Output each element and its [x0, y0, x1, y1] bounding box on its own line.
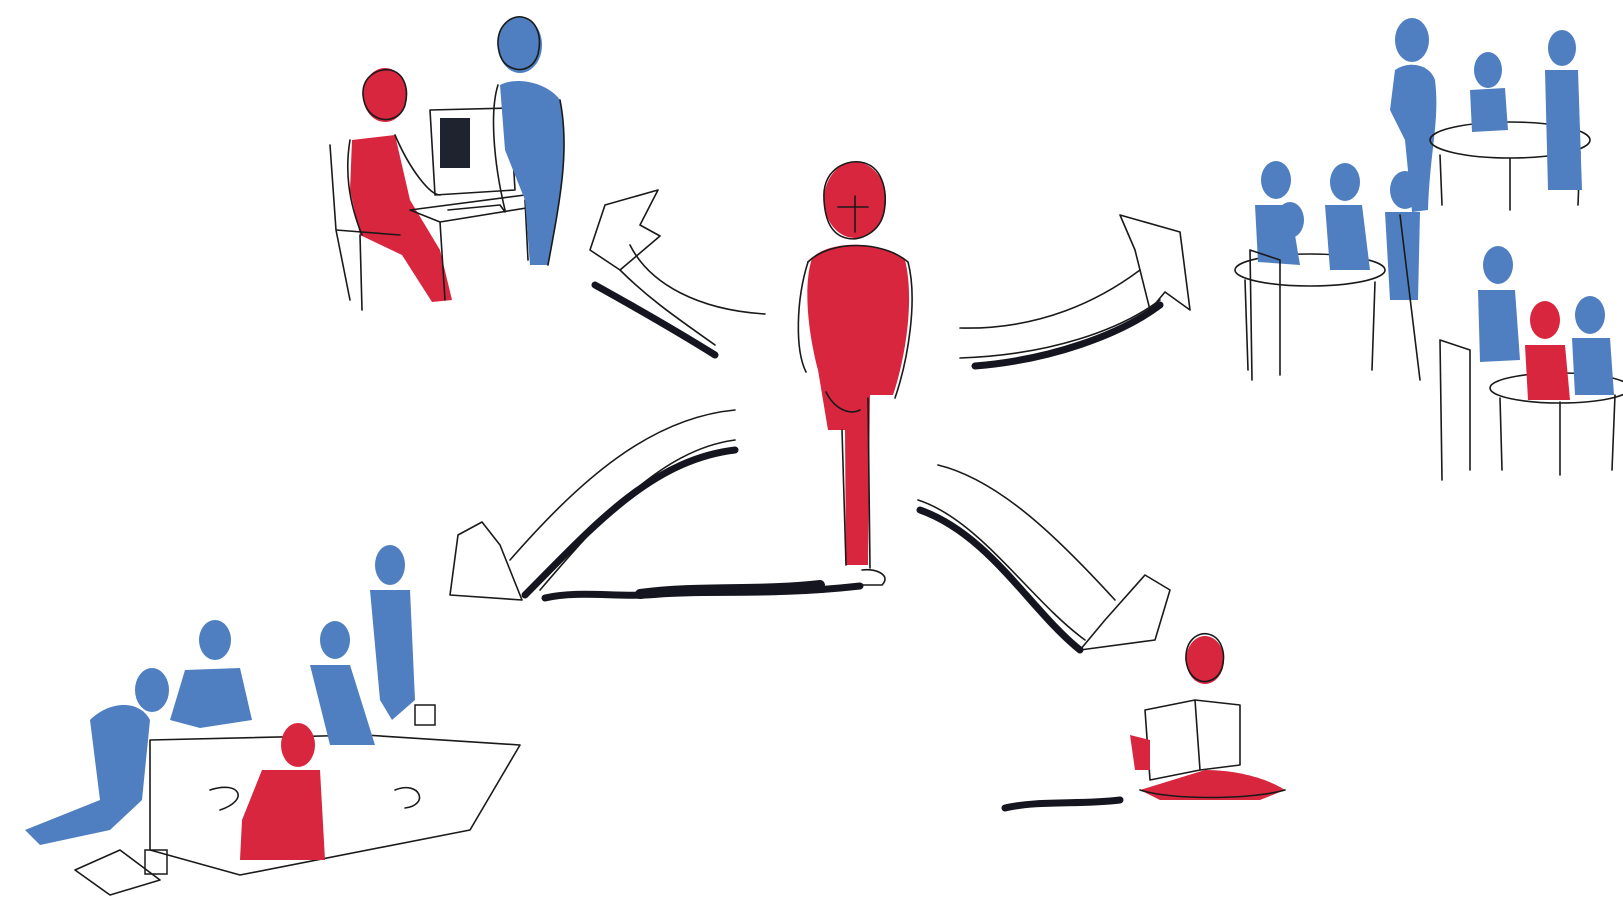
reading-scene — [1005, 634, 1285, 808]
arrow-to-art — [450, 410, 735, 600]
arrow-to-tables — [960, 215, 1190, 366]
central-shadow — [545, 585, 860, 598]
computer-desk-scene — [330, 17, 564, 310]
central-person — [798, 162, 912, 585]
group-tables-scene — [1235, 18, 1623, 480]
floor-art-scene — [25, 545, 520, 895]
arrow-to-computer — [590, 190, 765, 355]
arrow-to-reading — [918, 465, 1170, 650]
